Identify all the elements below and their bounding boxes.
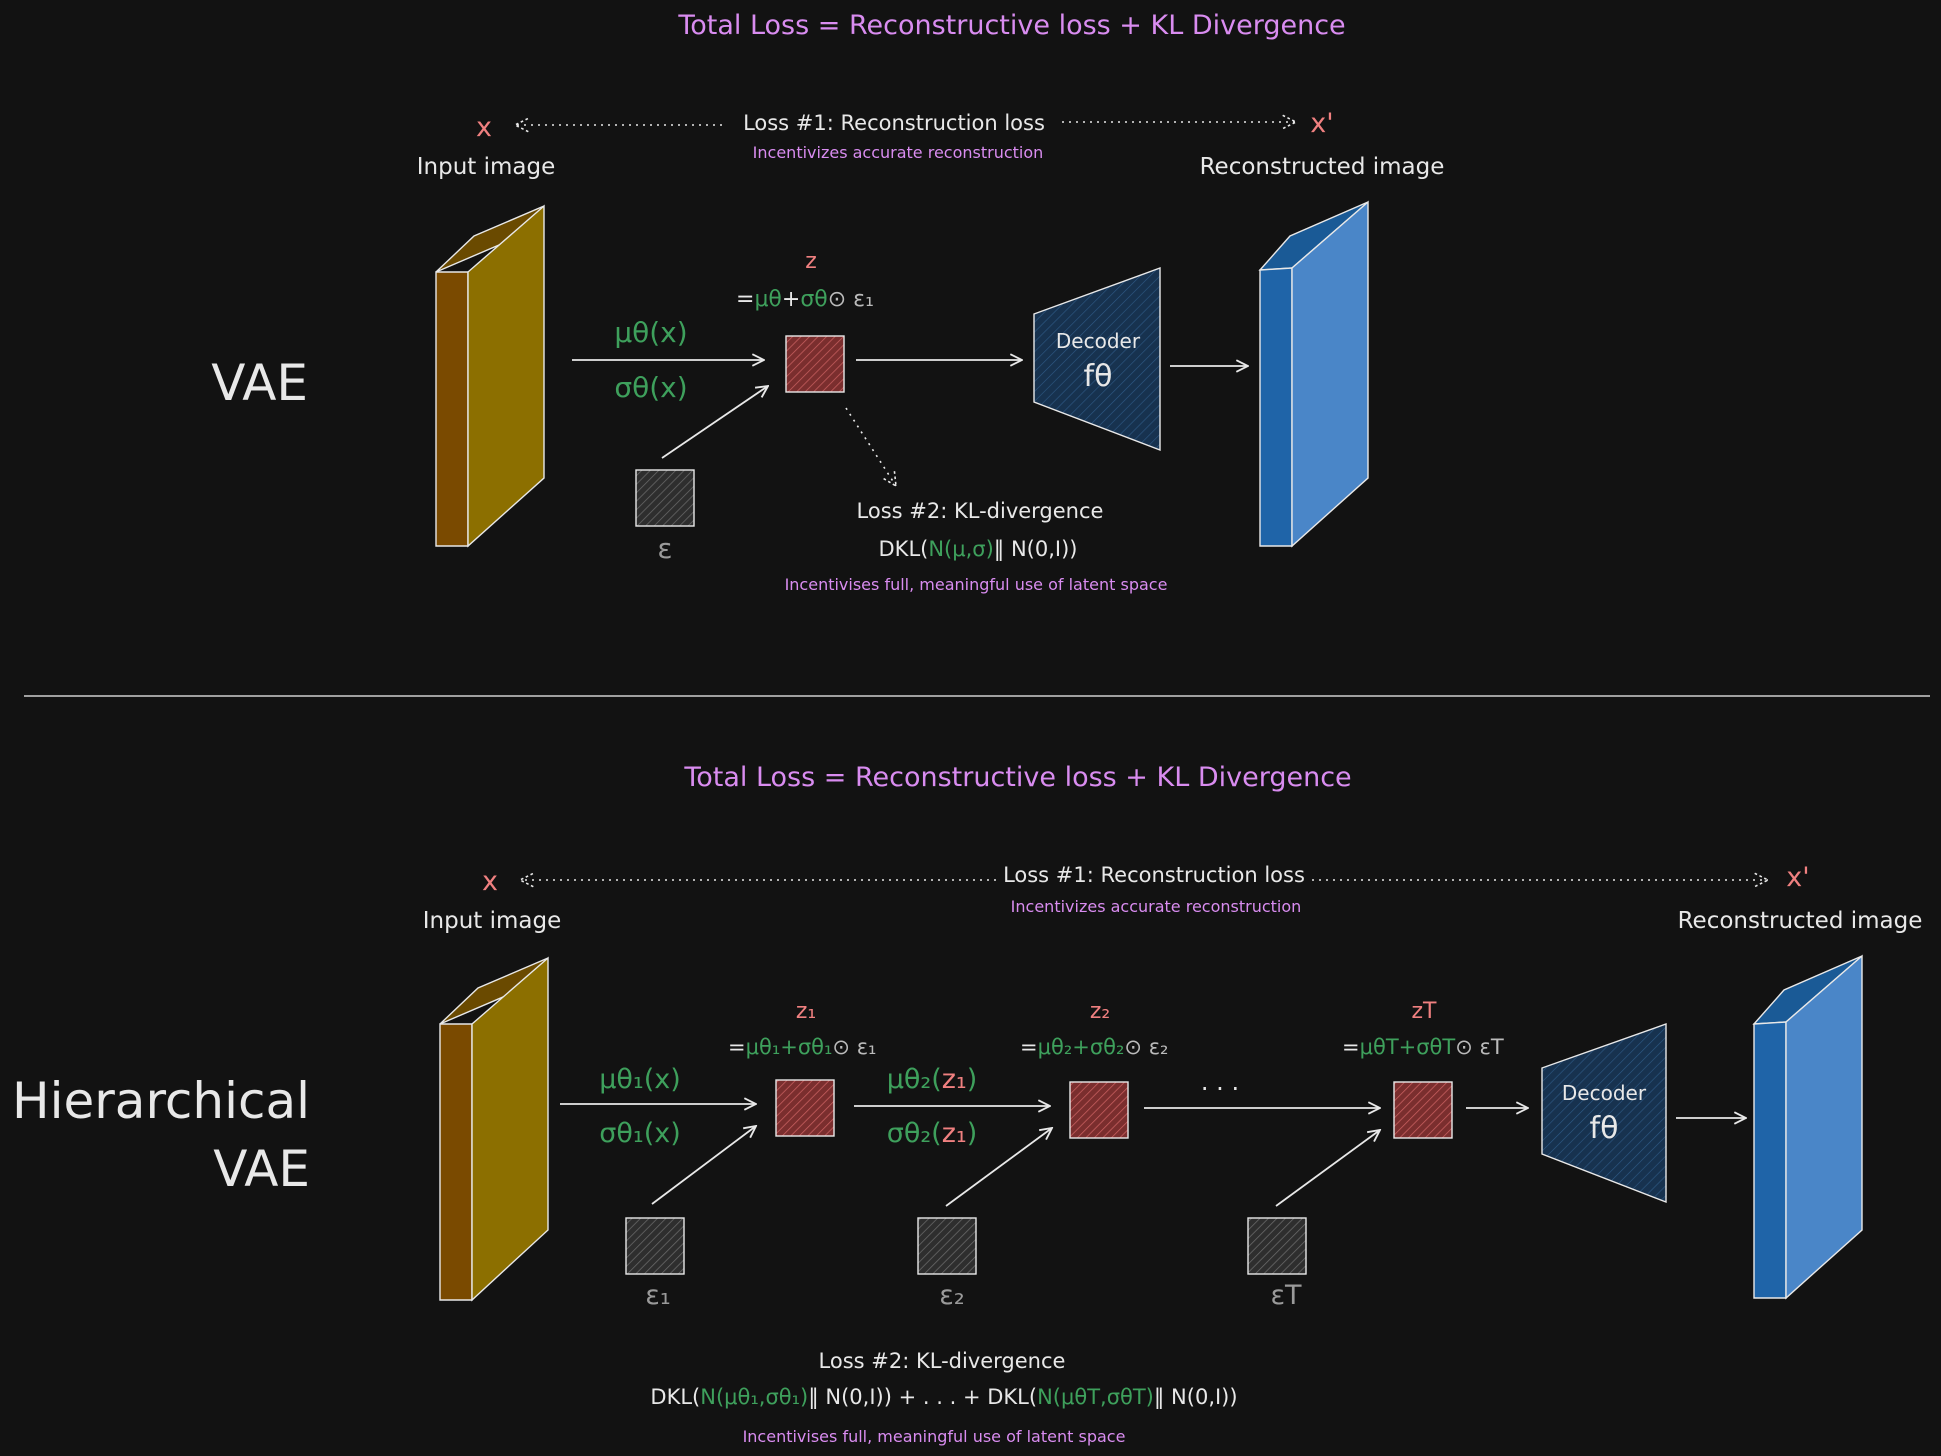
svg-text:DKL(N(μ,σ)‖ N(0,I)): DKL(N(μ,σ)‖ N(0,I)): [879, 537, 1078, 562]
hvae-z2-formula: =μθ₂+σθ₂⊙ ε₂: [1020, 1035, 1168, 1059]
hvae-decoder-label: Decoder: [1562, 1081, 1647, 1105]
hvae-mu1-label: μθ₁(x): [599, 1064, 681, 1095]
hvae-input-label: Input image: [423, 908, 562, 934]
vae-loss1-title: Loss #1: Reconstruction loss: [743, 111, 1045, 135]
vae-eps-arrow: [661, 386, 768, 459]
hvae-x-symbol: x: [482, 866, 498, 897]
hvae-epsT-label: εT: [1270, 1280, 1302, 1311]
svg-text:DKL(N(μθ₁,σθ₁)‖ N(0,I)) + . .: DKL(N(μθ₁,σθ₁)‖ N(0,I)) + . . . + DKL(N(…: [650, 1385, 1237, 1410]
vae-x-prime-symbol: x': [1310, 108, 1333, 139]
svg-text:σθ₂(z₁): σθ₂(z₁): [887, 1118, 978, 1149]
hvae-chain-dots: . . .: [1201, 1068, 1239, 1096]
hvae-loss2-title: Loss #2: KL-divergence: [819, 1349, 1066, 1373]
vae-decoder-block: Decoder fθ: [1033, 266, 1161, 452]
hvae-x-prime-symbol: x': [1786, 862, 1809, 893]
vae-loss2-arrow: [845, 407, 896, 486]
hvae-noise-epsT-box: [1247, 1217, 1307, 1275]
hvae-loss1-title: Loss #1: Reconstruction loss: [1003, 863, 1305, 887]
hvae-decoder-f: fθ: [1590, 1111, 1619, 1146]
hvae-output-label: Reconstructed image: [1678, 908, 1923, 934]
hvae-z1-label: z₁: [796, 999, 816, 1024]
hvae-mu2-label: μθ₂(z₁): [887, 1064, 978, 1095]
vae-loss2-title: Loss #2: KL-divergence: [857, 499, 1104, 523]
hvae-latent-zT-box: [1393, 1081, 1453, 1139]
vae-decoder-f: fθ: [1084, 359, 1113, 394]
hvae-loss1-caption: Incentivizes accurate reconstruction: [1011, 897, 1302, 916]
vae-output-image-block: [1258, 200, 1369, 548]
hvae-eps2-arrow: [945, 1128, 1052, 1207]
hvae-latent-z1-box: [775, 1079, 835, 1137]
vae-sigma-label: σθ(x): [614, 371, 687, 404]
hvae-noise-eps2-box: [917, 1217, 977, 1275]
hvae-sigma2-label: σθ₂(z₁): [887, 1118, 978, 1149]
vae-loss1-caption: Incentivizes accurate reconstruction: [753, 143, 1044, 162]
svg-text:μθ₂(z₁): μθ₂(z₁): [887, 1064, 978, 1095]
vae-loss2-caption: Incentivises full, meaningful use of lat…: [785, 575, 1168, 594]
vae-z-label: z: [805, 249, 817, 274]
hvae-input-image-block: [439, 956, 549, 1302]
hvae-z1-formula: =μθ₁+σθ₁⊙ ε₁: [728, 1035, 876, 1059]
vae-output-label: Reconstructed image: [1200, 154, 1445, 180]
vae-input-label: Input image: [417, 154, 556, 180]
hvae-eps1-arrow: [651, 1126, 756, 1205]
hvae-model-label-line1: Hierarchical: [12, 1072, 310, 1130]
vae-latent-z-box: [785, 335, 845, 393]
hvae-kl-formula: DKL(N(μθ₁,σθ₁)‖ N(0,I)) + . . . + DKL(N(…: [650, 1385, 1237, 1410]
vae-input-image-block: [435, 204, 545, 548]
hvae-noise-eps1-box: [625, 1217, 685, 1275]
hvae-decoder-block: Decoder fθ: [1541, 1023, 1667, 1204]
vae-z-formula: =μθ+σθ⊙ ε₁: [736, 287, 874, 312]
vae-total-loss: Total Loss = Reconstructive loss + KL Di…: [677, 10, 1345, 41]
hvae-epsT-arrow: [1275, 1130, 1380, 1207]
vae-x-symbol: x: [476, 112, 492, 143]
vae-kl-formula: DKL(N(μ,σ)‖ N(0,I)): [879, 537, 1078, 562]
vae-decoder-label: Decoder: [1056, 329, 1141, 353]
hvae-output-image-block: [1752, 954, 1863, 1300]
hvae-latent-z2-box: [1069, 1081, 1129, 1139]
vae-eps-label: ε: [657, 532, 672, 565]
hvae-zT-formula: =μθT+σθT⊙ εT: [1342, 1035, 1504, 1059]
hvae-loss2-caption: Incentivises full, meaningful use of lat…: [743, 1427, 1126, 1446]
hvae-sigma1-label: σθ₁(x): [599, 1118, 681, 1149]
hvae-eps2-label: ε₂: [939, 1280, 964, 1311]
svg-text:=μθ+σθ⊙ ε₁: =μθ+σθ⊙ ε₁: [736, 287, 874, 312]
vae-model-label: VAE: [211, 354, 308, 412]
hvae-total-loss: Total Loss = Reconstructive loss + KL Di…: [683, 762, 1351, 793]
hvae-model-label-line2: VAE: [213, 1140, 310, 1198]
hvae-z2-label: z₂: [1090, 999, 1110, 1024]
hvae-zT-label: zT: [1412, 999, 1438, 1024]
hvae-eps1-label: ε₁: [645, 1280, 670, 1311]
vae-noise-eps-box: [635, 469, 695, 527]
vae-mu-label: μθ(x): [614, 316, 687, 349]
